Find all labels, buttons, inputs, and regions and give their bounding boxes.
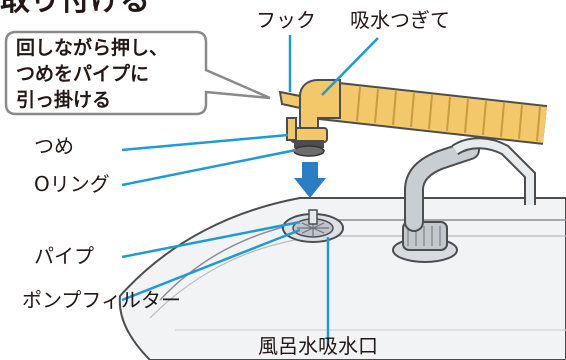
leader-lines: [121, 35, 379, 345]
label-intake-joint: 吸水つぎて: [350, 8, 450, 32]
callout-text: 回しながら押し、 つめをパイプに 引っ掛ける: [4, 31, 204, 113]
callout-line-3: 引っ掛ける: [16, 89, 112, 111]
intake-joint: [278, 79, 341, 157]
bath-intake-port: [282, 209, 344, 243]
callout-line-2: つめをパイプに: [16, 63, 150, 85]
leader-pump-filter: [121, 228, 301, 302]
intake-hose: [317, 80, 548, 145]
down-arrow-icon: [294, 162, 326, 198]
label-pipe: パイプ: [34, 244, 94, 268]
callout-bubble: [4, 30, 271, 116]
label-o-ring: Oリング: [34, 172, 110, 196]
leader-intake-joint: [321, 37, 379, 96]
heading: 取り付ける: [0, 0, 150, 18]
leader-o-ring: [121, 148, 297, 187]
hose-connector: [392, 137, 536, 263]
label-hook: フック: [256, 8, 316, 32]
label-pump-filter: ポンプフィルター: [22, 288, 181, 312]
label-bath-intake: 風呂水吸水口: [258, 334, 378, 358]
label-claw: つめ: [34, 134, 74, 158]
leader-pipe: [121, 220, 301, 259]
leader-claw: [121, 133, 289, 152]
callout-line-1: 回しながら押し、: [16, 37, 169, 59]
